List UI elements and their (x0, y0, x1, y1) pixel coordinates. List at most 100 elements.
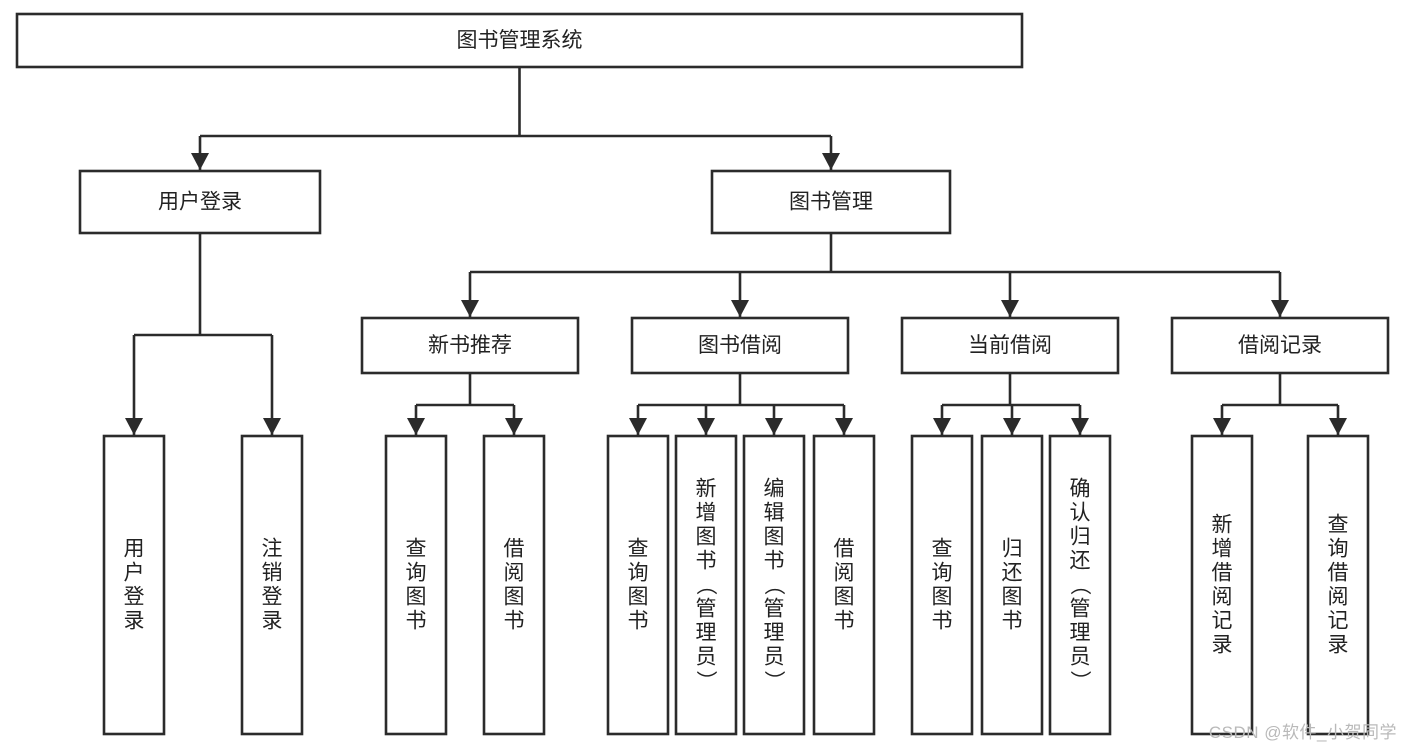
node-label-char: 查 (1328, 514, 1349, 537)
node-box-n_borrow_record[interactable] (1170, 316, 1390, 375)
node-label-char: 书 (696, 550, 717, 573)
node-box-l_user_login[interactable] (102, 434, 166, 736)
node-box-n_new_book_rec[interactable] (360, 316, 580, 375)
node-label-n_user_login: 用户登录 (158, 191, 242, 214)
node-box-l_user_logout[interactable] (240, 434, 304, 736)
node-box-l_query_book_a[interactable] (384, 434, 448, 736)
node-label-char: 图 (504, 586, 525, 609)
node-label-char: 借 (1328, 562, 1349, 585)
node-label-char: 户 (124, 562, 145, 585)
edge-arrowhead (1071, 418, 1089, 435)
node-l_user_login[interactable]: 用户登录 (102, 434, 166, 736)
node-box-l_query_record[interactable] (1306, 434, 1370, 736)
node-box-n_book_borrow[interactable] (630, 316, 850, 375)
node-label-char: 记 (1212, 610, 1233, 633)
node-label-char: 书 (834, 610, 855, 633)
node-label-char: 理 (1070, 622, 1091, 645)
node-label-char: 辑 (764, 502, 785, 525)
node-box-l_confirm_return[interactable] (1048, 434, 1112, 736)
node-box-l_borrow_book_b[interactable] (812, 434, 876, 736)
node-label-char: ） (762, 670, 785, 691)
node-label-n_new_book_rec: 新书推荐 (428, 334, 512, 357)
node-label-char: 登 (262, 586, 283, 609)
node-label-char: 理 (764, 622, 785, 645)
node-box-l_query_book_c[interactable] (910, 434, 974, 736)
node-box-l_add_book[interactable] (674, 434, 738, 736)
node-box-l_query_book_b[interactable] (606, 434, 670, 736)
node-label-char: 归 (1070, 526, 1091, 549)
node-label-char: 书 (628, 610, 649, 633)
node-n_current_borrow[interactable]: 当前借阅 (900, 316, 1120, 375)
edge-group-n_book_mgmt (461, 233, 1289, 317)
node-box-l_return_book[interactable] (980, 434, 1044, 736)
edge-arrowhead (125, 418, 143, 435)
node-label-char: 图 (406, 586, 427, 609)
node-label-char: 记 (1328, 610, 1349, 633)
edge-arrowhead (1213, 418, 1231, 435)
node-label-char: 阅 (1328, 586, 1349, 609)
node-label-char: 查 (406, 538, 427, 561)
node-n_book_borrow[interactable]: 图书借阅 (630, 316, 850, 375)
node-label-root: 图书管理系统 (457, 29, 583, 52)
edge-arrowhead (1329, 418, 1347, 435)
node-layer: 图书管理系统用户登录图书管理新书推荐图书借阅当前借阅借阅记录用户登录注销登录查询… (15, 12, 1390, 736)
node-label-char: 阅 (834, 562, 855, 585)
edge-group-n_book_borrow (629, 373, 853, 435)
node-label-char: 理 (696, 622, 717, 645)
node-label-char: 书 (504, 610, 525, 633)
edge-arrowhead (765, 418, 783, 435)
node-box-n_book_mgmt[interactable] (710, 169, 952, 235)
node-label-char: 编 (764, 478, 785, 501)
node-box-l_edit_book[interactable] (742, 434, 806, 736)
node-label-char: （ (694, 574, 717, 595)
node-n_user_login[interactable]: 用户登录 (78, 169, 322, 235)
node-label-char: 还 (1070, 550, 1091, 573)
node-label-char: 图 (1002, 586, 1023, 609)
edge-arrowhead (1271, 300, 1289, 317)
edge-arrowhead (1003, 418, 1021, 435)
node-n_borrow_record[interactable]: 借阅记录 (1170, 316, 1390, 375)
edge-arrowhead (629, 418, 647, 435)
node-label-char: 录 (1328, 634, 1349, 657)
node-label-char: 员 (764, 646, 785, 669)
node-label-char: 查 (628, 538, 649, 561)
edge-arrowhead (697, 418, 715, 435)
node-label-char: 增 (696, 502, 717, 525)
node-label-char: 用 (124, 538, 145, 561)
node-label-char: 登 (124, 586, 145, 609)
edge-group-n_user_login (125, 233, 281, 435)
node-label-char: 录 (262, 610, 283, 633)
node-label-char: 销 (262, 562, 283, 585)
node-box-root[interactable] (15, 12, 1024, 69)
node-label-char: 图 (628, 586, 649, 609)
node-label-char: 管 (764, 598, 785, 621)
node-label-char: （ (1068, 574, 1091, 595)
node-box-l_add_record[interactable] (1190, 434, 1254, 736)
edge-arrowhead (933, 418, 951, 435)
node-label-char: 书 (1002, 610, 1023, 633)
node-n_book_mgmt[interactable]: 图书管理 (710, 169, 952, 235)
node-n_new_book_rec[interactable]: 新书推荐 (360, 316, 580, 375)
node-root[interactable]: 图书管理系统 (15, 12, 1024, 69)
node-box-n_current_borrow[interactable] (900, 316, 1120, 375)
node-box-n_user_login[interactable] (78, 169, 322, 235)
node-label-char: 图 (764, 526, 785, 549)
node-label-char: 询 (932, 562, 953, 585)
node-label-char: 书 (406, 610, 427, 633)
node-label-char: ） (694, 670, 717, 691)
node-box-l_borrow_book_a[interactable] (482, 434, 546, 736)
